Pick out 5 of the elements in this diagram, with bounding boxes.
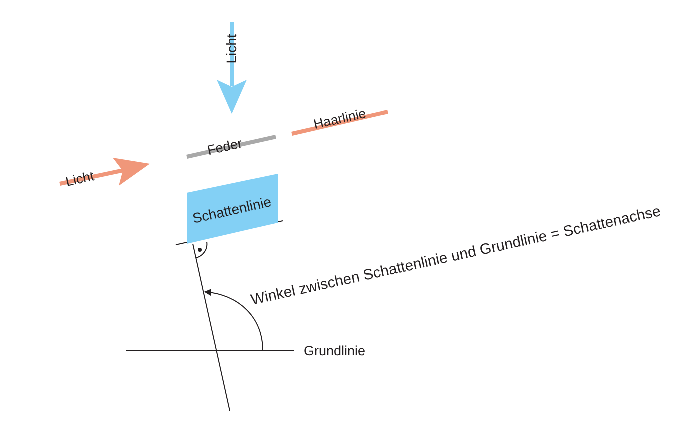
arrow-label: Licht bbox=[64, 170, 96, 188]
arrow-label: Licht bbox=[226, 34, 238, 64]
line-label: Grundlinie bbox=[304, 344, 366, 358]
line-label: Feder bbox=[206, 136, 244, 158]
line-label: Haarlinie bbox=[312, 106, 368, 132]
